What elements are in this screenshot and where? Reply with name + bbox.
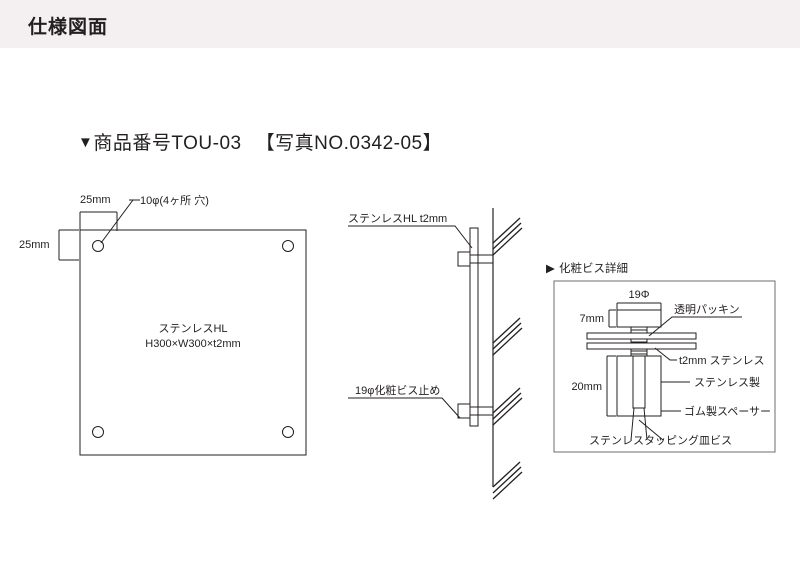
spacer-label: ゴム製スペーサー [684,404,771,418]
screw-cap [616,309,662,328]
dim-top-label: 25mm [80,194,111,206]
screw-assembly-upper [457,251,493,267]
page-title: 仕様図面 [28,17,109,38]
mounting-hole-top-left [92,240,104,252]
side-top-leader [348,225,473,249]
header-band: 仕様図面 [0,0,800,48]
dim-left-label: 25mm [19,239,50,251]
plate-layer-leader [654,347,677,361]
screw-column [632,355,646,409]
detail-box-title-marker: ▶ [546,263,555,275]
mounting-hole-top-right [282,240,294,252]
body-label: ステンレス製 [694,375,760,389]
screw-assembly-lower [457,403,493,419]
front-view-group: 10φ(4ヶ所 穴) 25mm 25mm ステンレスHL H300×W300×t… [19,193,307,456]
plate-size-label: H300×W300×t2mm [145,338,240,350]
product-number-line: ▼商品番号TOU-03 【写真NO.0342-05】 [78,128,442,155]
dim-top-bracket [79,211,118,231]
side-view-group: ステンレスHL t2mm 19φ化粧ビス止め [348,208,523,500]
side-top-label: ステンレスHL t2mm [348,213,447,225]
packing-layer [586,332,697,340]
detail-box-frame [553,280,776,453]
hole-callout-label: 10φ(4ヶ所 穴) [140,193,209,207]
plate-material-label: ステンレスHL [158,323,227,335]
plate-outline [79,229,307,456]
side-bottom-leader [348,397,461,419]
detail-box-group: ▶ 化粧ビス詳細 19Φ 7mm [546,261,776,453]
detail-box-title: 化粧ビス詳細 [559,261,628,275]
mounting-hole-bottom-right [282,426,294,438]
dim-20mm-label: 20mm [571,381,602,393]
packing-label: 透明パッキン [674,303,740,316]
dim-19phi-label: 19Φ [628,289,649,301]
screw-label-leader [638,419,664,441]
packing-leader [648,316,742,337]
dim-left-bracket [58,229,79,261]
photo-number-label: 【写真NO.0342-05】 [255,133,443,154]
dim-19phi-bracket [616,302,662,310]
plate-edge-profile [469,227,479,427]
plate-layer [586,342,697,350]
triangle-down-icon: ▼ [78,134,94,151]
plate-layer-label: t2mm ステンレス [679,355,765,367]
wall-hatching [492,217,523,500]
mounting-hole-bottom-left [92,426,104,438]
dim-7mm-bracket [608,309,616,328]
side-bottom-label: 19φ化粧ビス止め [355,383,440,397]
screw-label: ステンレスタッピング皿ビス [589,433,732,447]
dim-7mm-label: 7mm [580,313,604,325]
tapping-screw-tip [630,407,648,441]
product-number-label: 商品番号TOU-03 [93,133,242,154]
dim-20mm-bracket [606,355,616,417]
